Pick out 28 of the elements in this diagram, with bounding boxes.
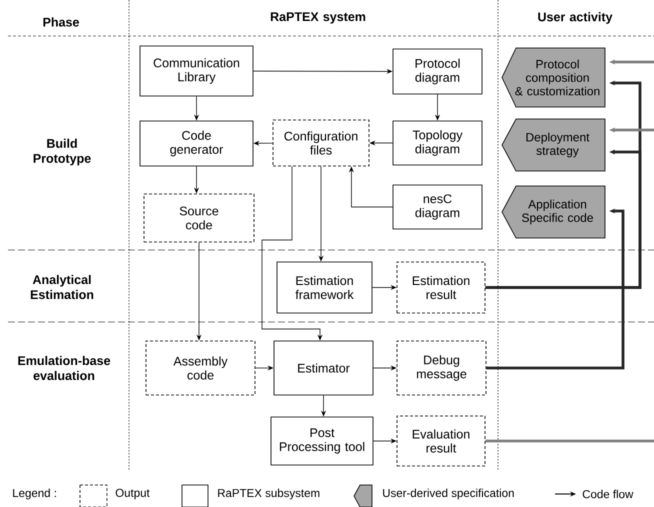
phase-label: Emulation-base evaluation [18,356,110,380]
output-box: Source code [144,194,254,242]
subsystem-box: Protocol diagram [392,48,482,94]
specification-box: Protocol composition & customization [502,48,606,108]
phase-label: Build Prototype [34,138,91,166]
legend-text: RaPTEX subsystem [218,488,320,500]
phase-label: Analytical Estimation [30,274,94,300]
subsystem-box: Post Processing tool [270,416,374,466]
column-header: Phase [43,17,79,27]
legend-text: Code flow [582,490,634,498]
subsystem-box: Communication Library [140,46,254,96]
output-box: Debug message [396,340,486,396]
subsystem-box: Estimator [274,340,374,396]
output-box: Assembly code [146,340,256,396]
subsystem-box: Code generator [140,120,254,166]
column-header: RaPTEX system [270,12,366,24]
legend-title: Legend : [13,488,56,500]
output-box: Evaluation result [396,416,486,466]
legend-text: User-derived specification [383,488,514,500]
subsystem-box: nesC diagram [392,184,482,230]
column-header: User activity [538,12,612,24]
specification-box: Application Specific code [502,186,606,238]
output-box: Estimation result [396,262,486,314]
subsystem-box: Topology diagram [392,120,482,166]
specification-box: Deployment strategy [502,118,606,172]
legend-text: Output [116,488,150,500]
output-box: Configuration files [272,120,370,166]
subsystem-box: Estimation framework [276,262,372,314]
